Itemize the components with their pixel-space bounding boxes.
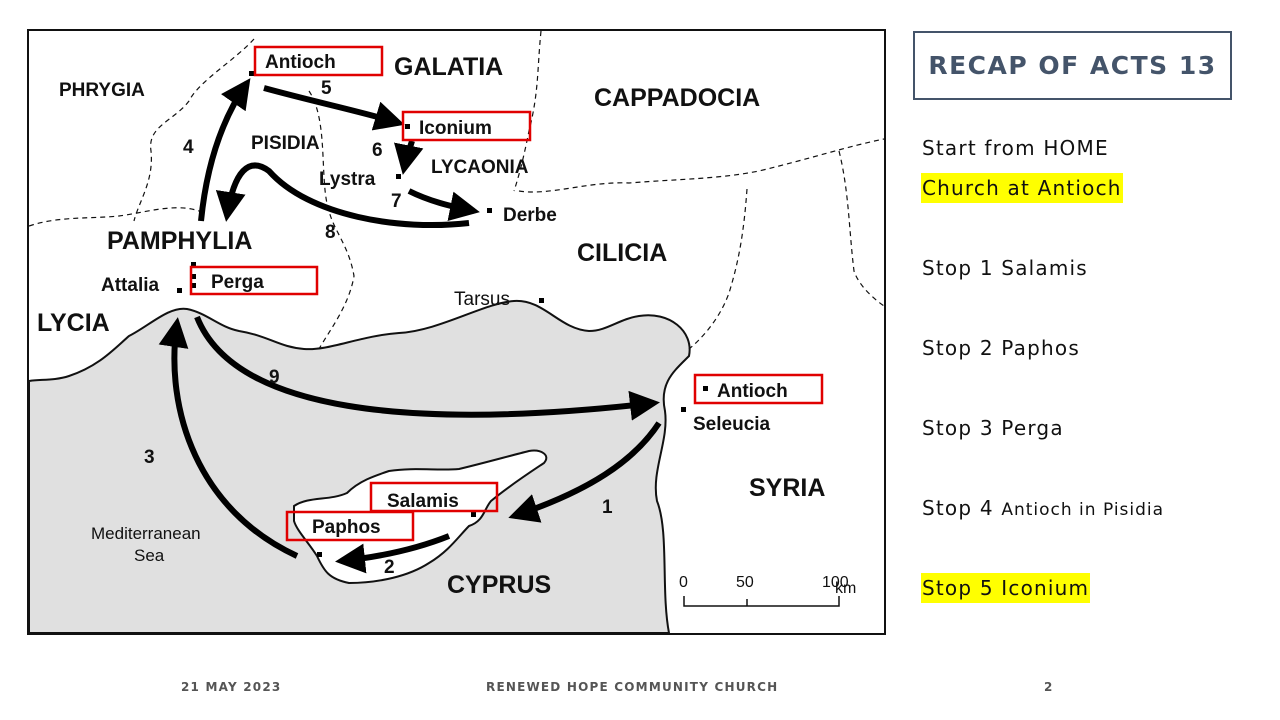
city-salamis: Salamis [387, 491, 459, 512]
route-8 [215, 162, 470, 228]
city-antioch-syria: Antioch [717, 381, 788, 402]
scale-tick-50: 50 [736, 574, 754, 591]
route-7 [407, 188, 480, 222]
city-labels: Antioch Iconium Lystra Derbe Attalia Per… [101, 52, 788, 538]
city-attalia: Attalia [101, 275, 160, 296]
city-paphos: Paphos [312, 517, 381, 538]
sea-label-line-1: Mediterranean [91, 524, 201, 543]
stop-4: Stop 4 Antioch in Pisidia [921, 493, 1165, 525]
stop-5: Stop 5 Iconium [921, 573, 1091, 603]
city-perga: Perga [211, 272, 264, 293]
highlight-iconium [401, 110, 532, 142]
route-number-5: 5 [321, 78, 332, 99]
stop-4-place: Antioch in Pisidia [1001, 500, 1165, 520]
mediterranean-sea [29, 299, 691, 633]
route-number-8: 8 [325, 222, 336, 243]
route-number-3: 3 [144, 447, 155, 468]
highlight-boxes [189, 45, 824, 542]
region-phrygia: PHRYGIA [59, 80, 145, 101]
city-iconium: Iconium [419, 118, 492, 139]
region-labels: PHRYGIA GALATIA CAPPADOCIA PISIDIA LYCAO… [37, 53, 825, 599]
region-pamphylia: PAMPHYLIA [107, 227, 252, 255]
route-6 [394, 140, 424, 175]
region-lycaonia: LYCAONIA [431, 157, 529, 178]
footer-page-number: 2 [1044, 680, 1054, 694]
region-lycia: LYCIA [37, 309, 110, 337]
map-svg: PHRYGIA GALATIA CAPPADOCIA PISIDIA LYCAO… [29, 31, 884, 633]
city-tarsus: Tarsus [454, 289, 510, 310]
scale-tick-0: 0 [679, 574, 688, 591]
city-markers [177, 71, 708, 557]
city-derbe: Derbe [503, 205, 557, 226]
route-number-1: 1 [602, 497, 613, 518]
slide-title-text: RECAP OF ACTS 13 [928, 51, 1217, 80]
route-3 [158, 317, 299, 559]
region-boundaries [29, 31, 884, 350]
route-4 [198, 78, 251, 222]
route-9 [194, 315, 660, 421]
region-pisidia: PISIDIA [251, 133, 320, 154]
city-antioch-pisidia: Antioch [265, 52, 336, 73]
highlight-perga [189, 265, 319, 296]
stop-home: Church at Antioch [921, 173, 1123, 203]
stop-intro: Start from HOME [922, 136, 1109, 160]
city-seleucia: Seleucia [693, 414, 771, 435]
stop-1: Stop 1 Salamis [922, 256, 1088, 280]
highlight-antioch-pisidia [253, 45, 384, 77]
scale-bar: 0 50 100 km [679, 574, 856, 607]
stop-4-prefix: Stop 4 [922, 496, 994, 520]
journey-map: PHRYGIA GALATIA CAPPADOCIA PISIDIA LYCAO… [27, 29, 886, 635]
highlight-antioch-syria [693, 373, 824, 405]
region-cilicia: CILICIA [577, 239, 667, 267]
stop-3: Stop 3 Perga [922, 416, 1064, 440]
city-lystra: Lystra [319, 169, 376, 190]
route-number-9: 9 [269, 367, 280, 388]
sea-label: Mediterranean Sea [91, 524, 201, 565]
route-1 [508, 421, 662, 523]
region-galatia: GALATIA [394, 53, 503, 81]
route-number-6: 6 [372, 140, 383, 161]
region-cappadocia: CAPPADOCIA [594, 84, 760, 112]
stop-2: Stop 2 Paphos [922, 336, 1080, 360]
scale-tick-100: 100 [822, 574, 849, 591]
footer-date: 21 MAY 2023 [181, 680, 282, 694]
route-number-2: 2 [384, 557, 395, 578]
footer-org: RENEWED HOPE COMMUNITY CHURCH [486, 680, 779, 694]
region-syria: SYRIA [749, 474, 825, 502]
slide-title: RECAP OF ACTS 13 [913, 31, 1232, 100]
route-number-4: 4 [183, 137, 194, 158]
highlight-paphos [285, 510, 415, 542]
sea-label-line-2: Sea [134, 546, 165, 565]
route-2 [335, 533, 451, 574]
highlight-salamis [369, 481, 499, 513]
route-numbers: 1 2 3 4 5 6 7 8 9 [144, 78, 613, 578]
route-number-7: 7 [391, 191, 402, 212]
journey-routes [158, 78, 662, 574]
scale-unit: km [835, 580, 856, 597]
route-5 [263, 85, 405, 131]
region-cyprus: CYPRUS [447, 571, 551, 599]
